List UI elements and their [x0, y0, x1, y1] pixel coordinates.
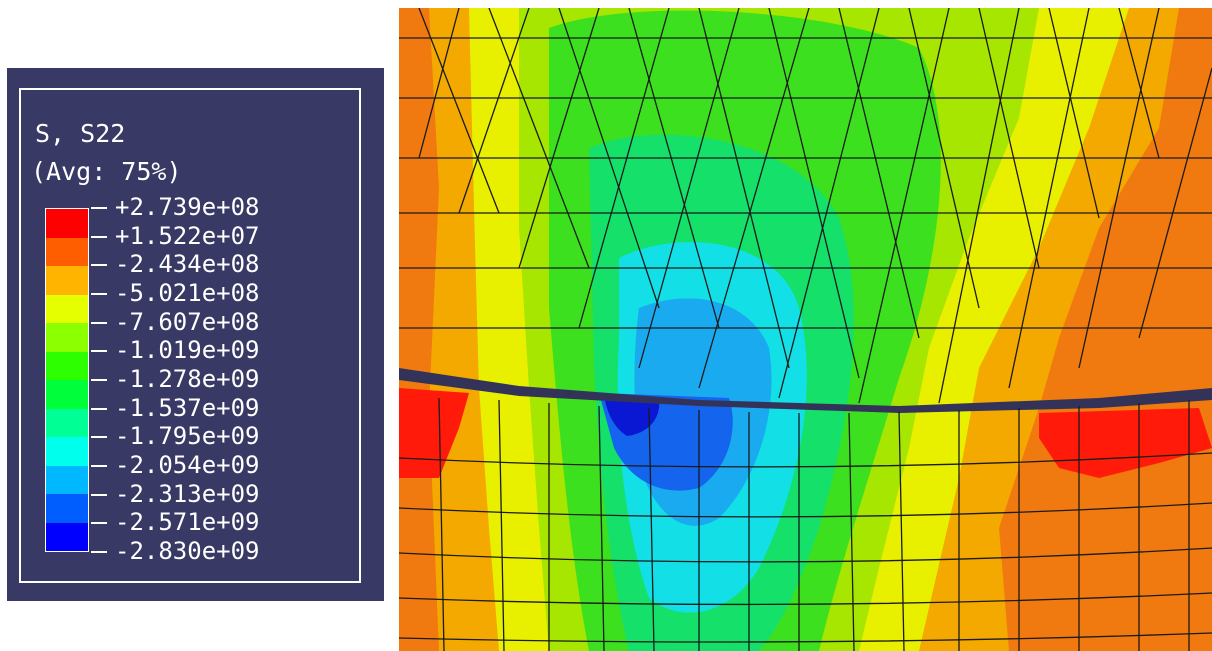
contour-plot-viewport[interactable] [399, 8, 1212, 651]
legend-swatch-6 [46, 380, 88, 409]
contour-plot [399, 8, 1212, 651]
legend-label-7: -1.537e+09 [115, 393, 260, 422]
legend-swatch-7 [46, 408, 88, 437]
legend-label-6: -1.278e+09 [115, 365, 260, 393]
legend-tick-4 [91, 321, 107, 324]
contour-band-deep-blue [604, 396, 660, 436]
legend-frame [19, 88, 361, 583]
legend-label-9: -2.054e+09 [115, 451, 260, 479]
contact-surface [399, 368, 1212, 413]
legend-swatch-0 [46, 209, 88, 238]
legend-swatch-8 [46, 437, 88, 466]
legend-tick-5 [91, 350, 107, 353]
contour-band-red-left [399, 388, 469, 478]
legend-tick-11 [91, 522, 107, 525]
legend-tick-8 [91, 436, 107, 439]
legend-label-4: -7.607e+08 [115, 307, 260, 336]
legend-swatch-10 [46, 494, 88, 523]
legend-swatch-5 [46, 351, 88, 380]
legend-label-12: -2.830e+09 [115, 537, 260, 565]
contour-band-dark-orange-right [999, 8, 1212, 651]
legend-tick-6 [91, 379, 107, 381]
legend-label-11: -2.571e+09 [115, 508, 260, 537]
legend-tick-9 [91, 465, 107, 467]
contour-band-dark-orange-left [399, 8, 439, 651]
legend-swatch-3 [46, 294, 88, 323]
legend-tick-1 [91, 235, 107, 238]
legend-tick-10 [91, 493, 107, 496]
legend-label-10: -2.313e+09 [115, 479, 260, 508]
legend-tick-7 [91, 407, 107, 410]
legend-title: S, S22 [35, 119, 126, 148]
legend-swatch-11 [46, 522, 88, 551]
legend-tick-12 [91, 551, 107, 553]
legend-label-2: -2.434e+08 [115, 250, 260, 279]
legend-subtitle: (Avg: 75%) [31, 157, 182, 186]
legend-tick-0 [91, 207, 107, 209]
legend-tick-2 [91, 264, 107, 267]
mesh-grid [399, 8, 1212, 651]
legend-panel: S, S22 (Avg: 75%) +2.739e+08+1.522e+07-2… [7, 68, 384, 601]
legend-swatch-2 [46, 266, 88, 295]
legend-swatch-4 [46, 323, 88, 352]
legend-label-8: -1.795e+09 [115, 422, 260, 451]
contour-band-red-right [1039, 408, 1212, 478]
color-bar [45, 208, 89, 552]
legend-label-5: -1.019e+09 [115, 336, 260, 365]
legend-label-0: +2.739e+08 [115, 193, 260, 221]
legend-label-3: -5.021e+08 [115, 279, 260, 307]
legend-tick-3 [91, 293, 107, 295]
legend-label-1: +1.522e+07 [115, 221, 260, 250]
legend-swatch-1 [46, 237, 88, 266]
legend-swatch-9 [46, 465, 88, 494]
